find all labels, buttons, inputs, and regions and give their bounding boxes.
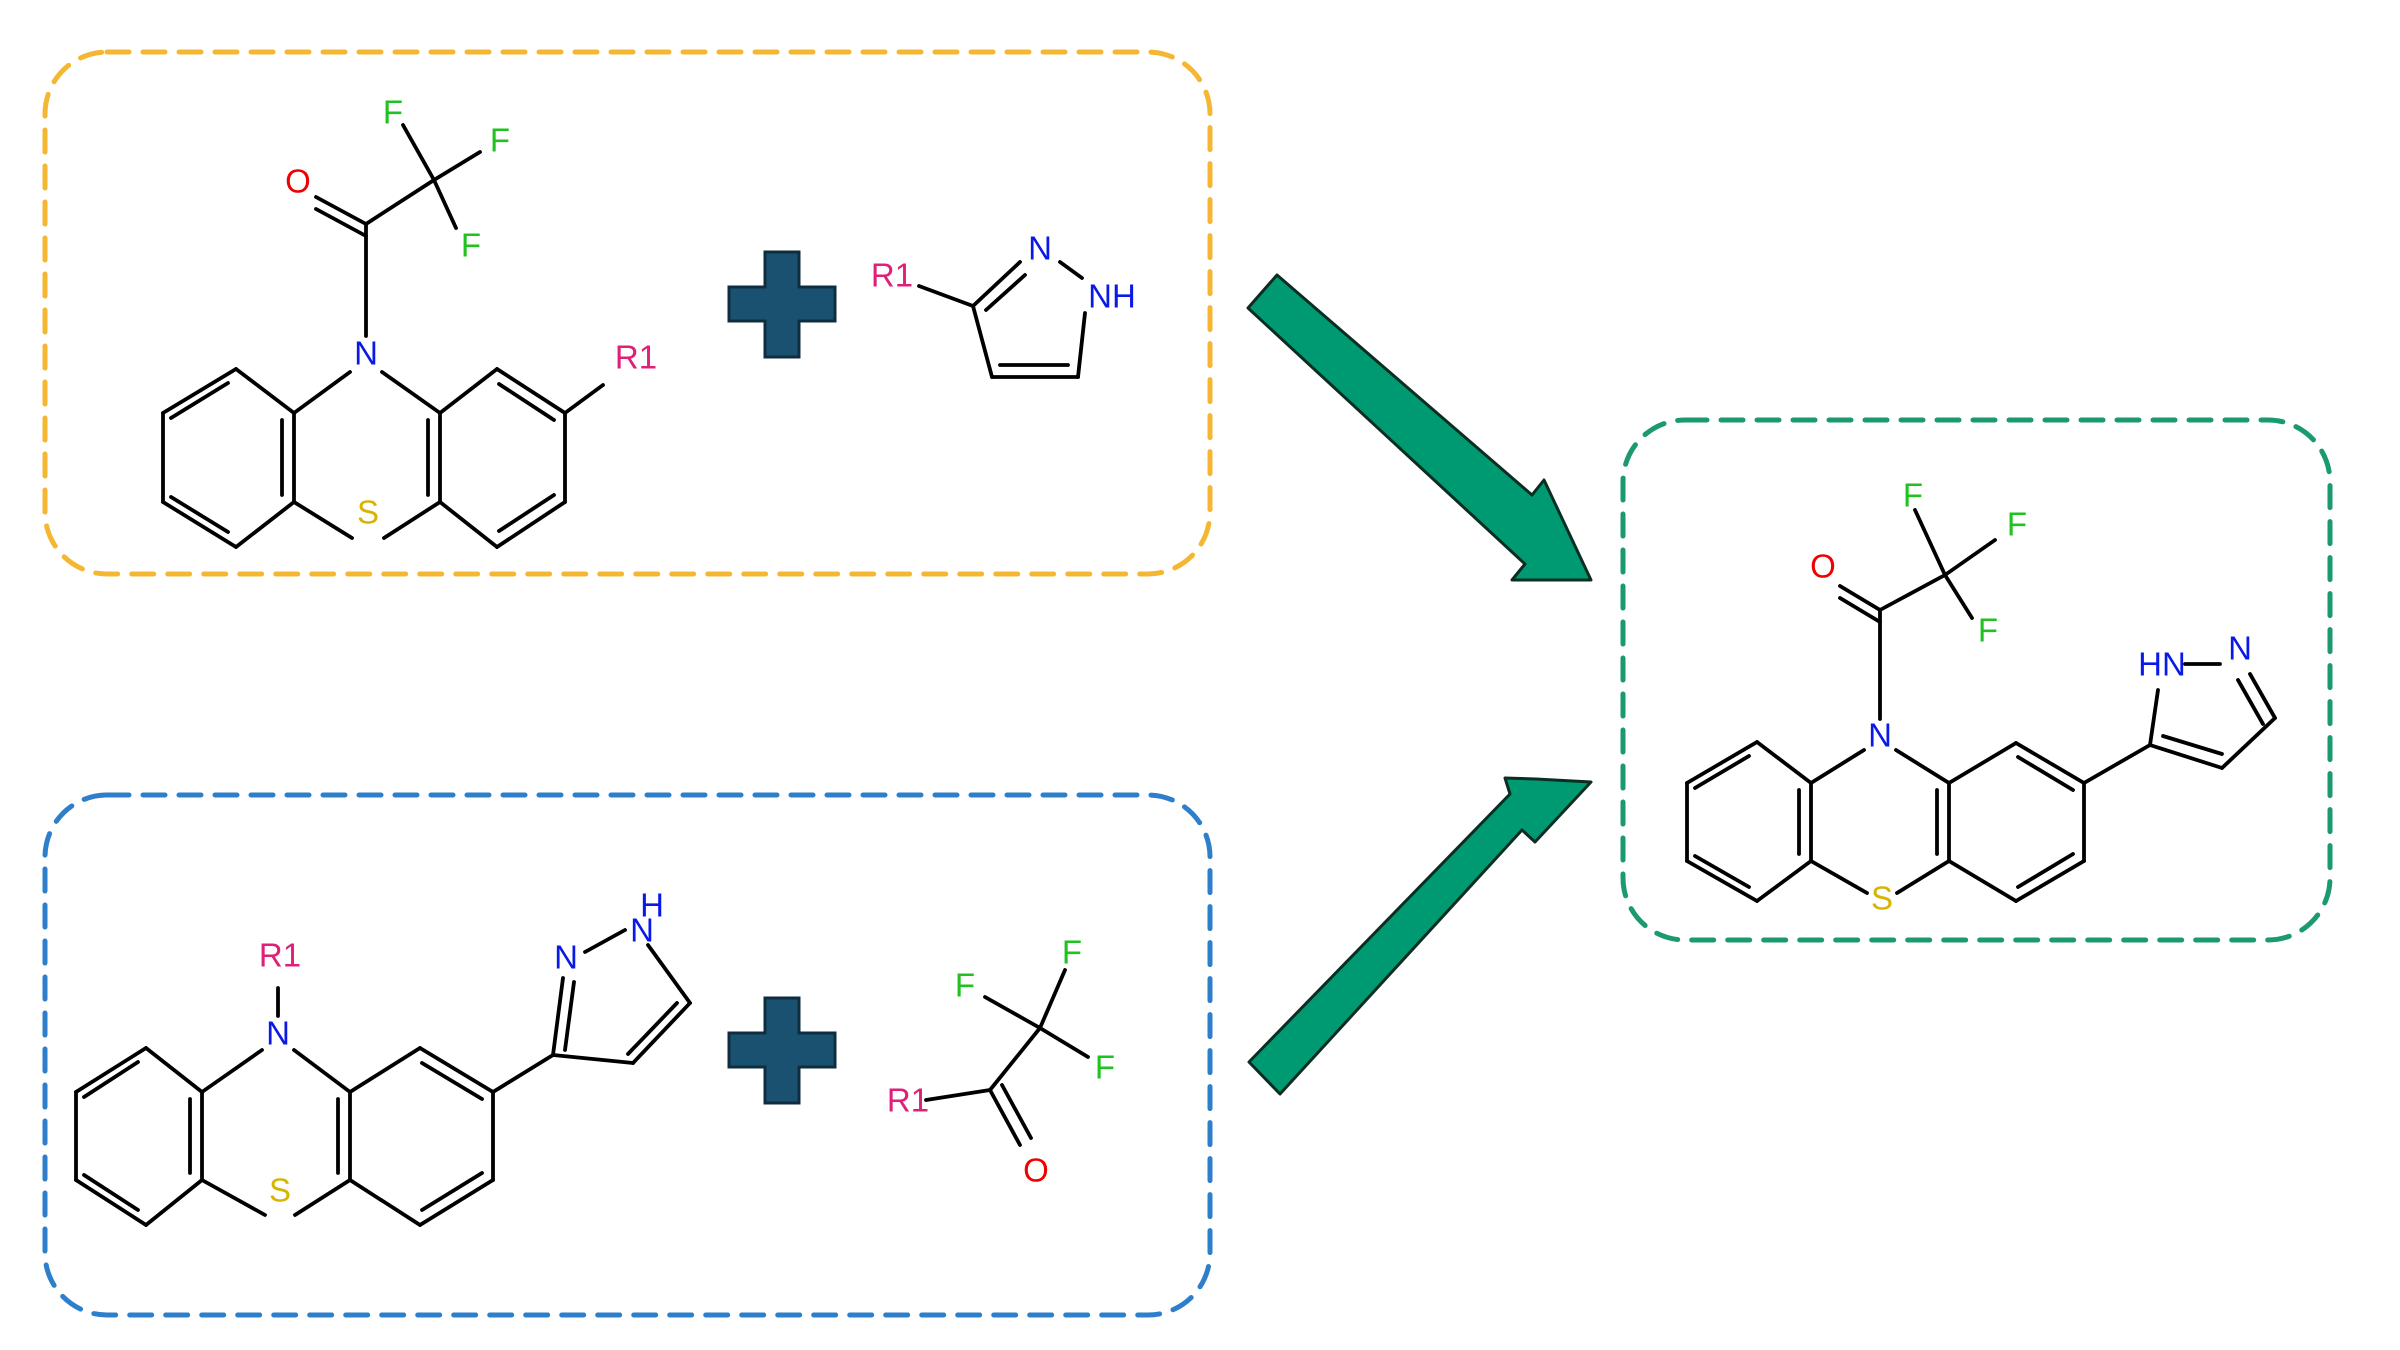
product-box	[1620, 417, 2333, 943]
atom-hn: HN	[2138, 646, 2186, 683]
atom-f: F	[955, 967, 975, 1004]
arrow-icon	[1246, 273, 1593, 582]
atom-f: F	[1095, 1049, 1115, 1086]
atom-n: N	[354, 335, 378, 372]
atom-n: N	[1868, 717, 1892, 754]
molecule-r1-pyrazole: N NH R1	[871, 230, 1136, 379]
atom-o: O	[285, 163, 311, 200]
plus-icon	[727, 996, 837, 1105]
atom-s: S	[357, 494, 379, 531]
r-group-label: R1	[887, 1082, 929, 1119]
atom-f: F	[1903, 477, 1923, 514]
atom-f: F	[1062, 934, 1082, 971]
atom-s: S	[269, 1172, 291, 1209]
molecule-trifluoroacetyl-r1: O F F F R1	[887, 934, 1115, 1189]
atom-n: N	[1028, 230, 1052, 267]
atom-h: H	[640, 887, 664, 924]
r-group-label: R1	[259, 937, 301, 974]
atom-n: N	[2228, 630, 2252, 667]
atom-o: O	[1810, 548, 1836, 585]
arrow-icon	[1247, 776, 1593, 1096]
atom-f: F	[461, 227, 481, 264]
molecule-r1-phenothiazine-pyrazole: N S R1 N N H	[74, 887, 692, 1227]
atom-n: N	[630, 912, 654, 949]
r-group-label: R1	[615, 339, 657, 376]
atom-n: N	[266, 1015, 290, 1052]
plus-icon	[727, 250, 837, 359]
atom-nh: NH	[1088, 278, 1136, 315]
r-group-label: R1	[871, 257, 913, 294]
atom-f: F	[2007, 506, 2027, 543]
atom-s: S	[1871, 880, 1893, 917]
atom-f: F	[1978, 612, 1998, 649]
molecule-trifluoroacetyl-phenothiazine-r1: N S O F F F R1	[161, 94, 657, 549]
atom-f: F	[383, 94, 403, 131]
reactant-box-bottom	[42, 792, 1213, 1318]
reactant-box-top	[42, 49, 1213, 577]
atom-o: O	[1023, 1152, 1049, 1189]
atom-n: N	[554, 939, 578, 976]
molecule-product: N S O F F F HN N	[1685, 477, 2277, 917]
atom-f: F	[490, 122, 510, 159]
